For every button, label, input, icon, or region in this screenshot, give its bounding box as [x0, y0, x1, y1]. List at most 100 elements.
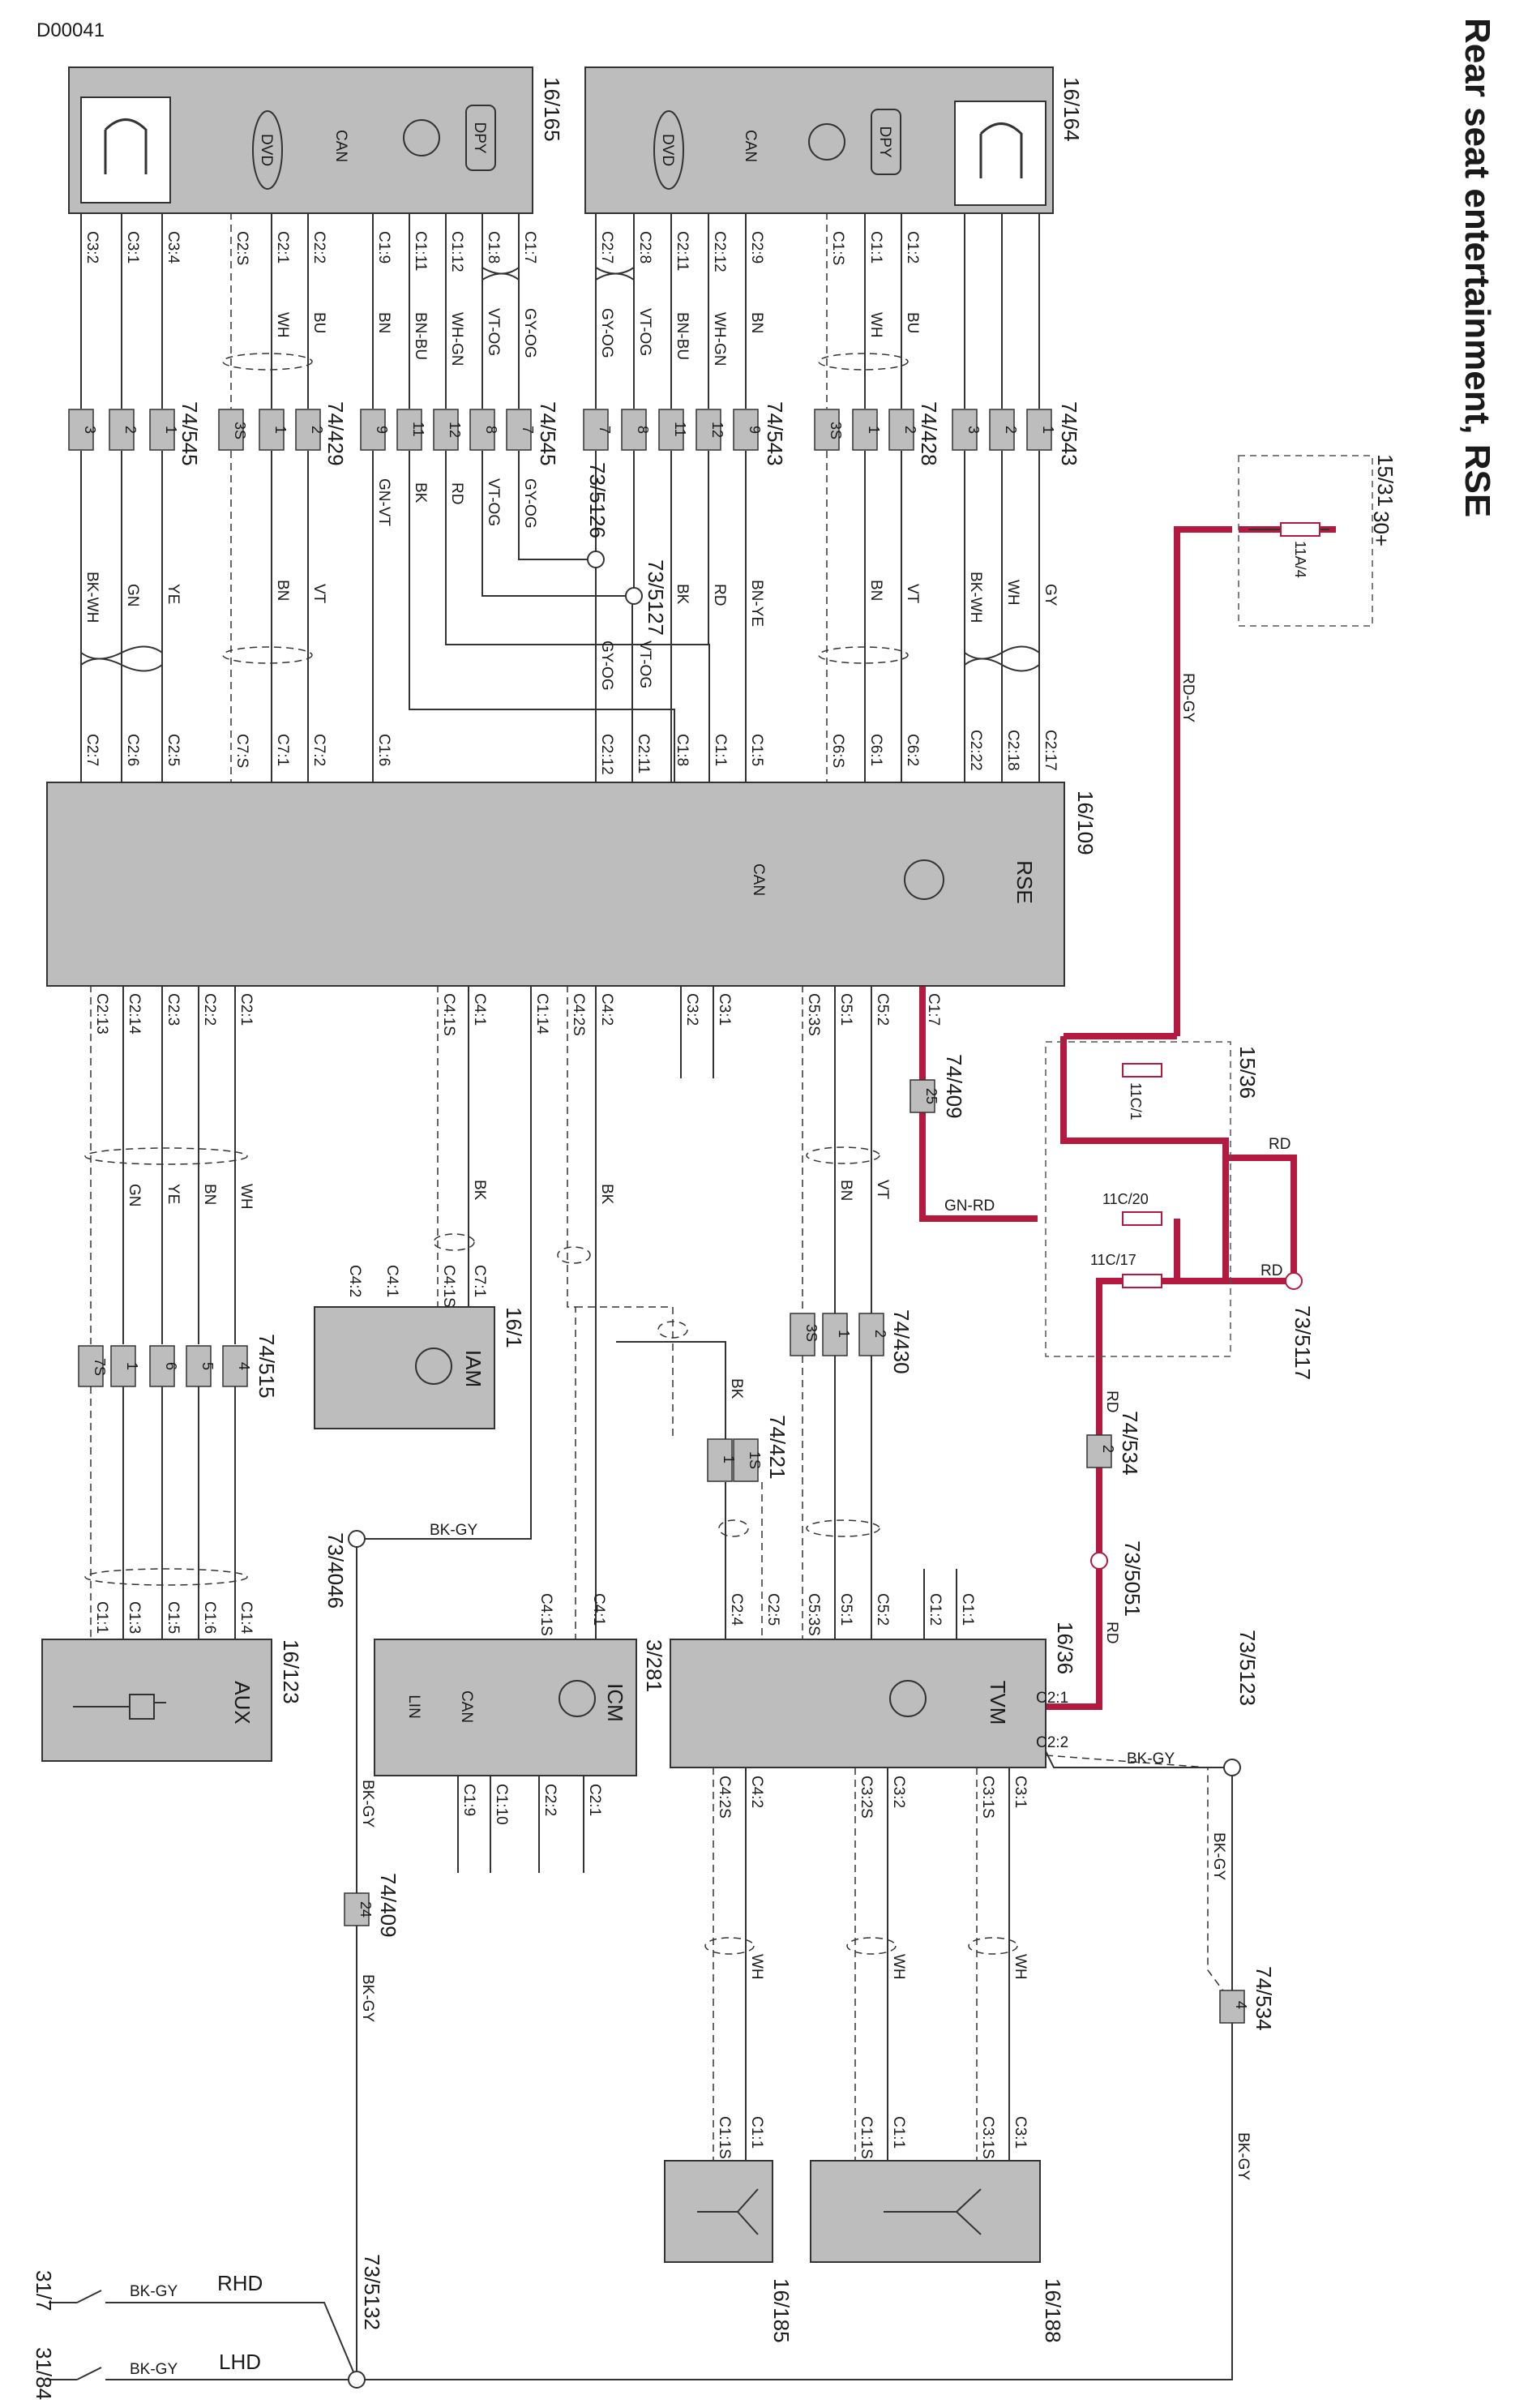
wire-color: BN [274, 580, 291, 601]
icm-lin-label: LIN [405, 1695, 422, 1719]
wire-color: WH [238, 1184, 255, 1210]
component-id-16-109: 16/109 [1073, 791, 1098, 855]
connector-id: 74/430 [889, 1309, 914, 1374]
pin: C1:8 [485, 231, 502, 264]
pin: C1:6 [201, 1601, 218, 1634]
pin: C2:4 [728, 1593, 745, 1626]
wire-color: BK-WH [967, 572, 984, 623]
component-16-188-antenna [810, 2160, 1041, 2263]
pin: C3:1 [1012, 2116, 1029, 2149]
cell: 11 [672, 422, 688, 437]
wire-color: BK [728, 1378, 745, 1399]
pin: C2:6 [124, 734, 141, 766]
wire-color: RD [1269, 1136, 1290, 1153]
pin: C3:2S [858, 1776, 875, 1819]
rse-name: RSE [1012, 860, 1037, 903]
cell: 1 [124, 1362, 140, 1370]
pin-labels-16-165: C3:2 C3:1 C3:4 C2:S C2:1 C2:2 C1:9 C1:11… [83, 231, 538, 272]
fuse-11c-17-label: 11C/17 [1090, 1252, 1136, 1268]
connector-id: 74/543 [1057, 401, 1081, 466]
component-id-16-1: 16/1 [502, 1307, 526, 1348]
pin: C3:1 [1012, 1776, 1029, 1808]
pin: C2:1 [238, 993, 255, 1026]
wire-color: WH [748, 1954, 765, 1980]
pin: C2:8 [636, 231, 653, 264]
c165-dvd-label: DVD [258, 134, 275, 166]
cell: 1 [721, 1455, 737, 1463]
pin: C5:2 [874, 1593, 891, 1626]
pin: C2:1 [1036, 1690, 1068, 1707]
wire-color: BN-YE [748, 580, 765, 627]
power-wiring [919, 526, 1336, 1710]
pin: C2:7 [598, 231, 615, 264]
pin: C2:2 [1036, 1734, 1068, 1751]
pin: C1:1 [93, 1601, 110, 1634]
pin: C6:1 [867, 734, 884, 766]
pin: C4:2 [598, 993, 615, 1026]
wire-color: WH [274, 312, 291, 338]
connector-id: 74/545 [536, 401, 560, 466]
wire-color: BK-GY [430, 1522, 477, 1539]
fuse-box-15-36 [1045, 1041, 1231, 1357]
cell: 7 [597, 426, 613, 434]
splice-label: 73/5126 [585, 462, 610, 538]
cell: 7 [520, 426, 536, 434]
wire-color: VT-OG [636, 308, 653, 356]
pin-labels-aux: C1:1 C1:3 C1:5 C1:6 C1:4 [93, 1601, 255, 1635]
pin: C2:9 [748, 231, 765, 264]
pin-labels-antennas: C1:1S C1:1 C1:1S C1:1 C3:1S C3:1 [716, 2116, 1029, 2159]
supply-label: 30+ [1369, 511, 1393, 546]
wire-color: WH [890, 1954, 907, 1980]
component-id-3-281: 3/281 [642, 1639, 666, 1692]
pin: C4:2 [748, 1776, 765, 1808]
pin: C3:4 [165, 231, 182, 264]
wire-color: WH-GN [448, 312, 465, 366]
pin: C1:2 [904, 231, 921, 264]
pin: C3:2 [83, 231, 101, 264]
c164-can-label: CAN [742, 130, 759, 162]
splice-markers [1090, 1272, 1303, 1570]
pin: C2:2 [201, 993, 218, 1026]
splice-markers-grey [348, 551, 1241, 2389]
pin: C4:1 [383, 1265, 400, 1297]
pin: C4:1S [440, 1265, 457, 1308]
pin: C1:1 [890, 2116, 907, 2149]
pin: C1:9 [460, 1784, 477, 1816]
lhd-label: LHD [219, 2350, 261, 2374]
cell: 12 [709, 422, 725, 438]
pin-labels-tvm: C2:4 C2:5 C5:3S C5:1 C5:2 C1:2 C1:1 C2:1… [716, 1593, 1068, 1819]
splice-label: 73/5051 [1120, 1540, 1145, 1617]
wire-color: BK-GY [1235, 2132, 1252, 2180]
pin: C4:2 [346, 1265, 363, 1297]
fuse-11c-20 [1122, 1211, 1162, 1226]
wire-color: GN-VT [375, 478, 392, 527]
connector-id: 74/409 [376, 1873, 400, 1938]
icm-name: ICM [603, 1683, 627, 1722]
component-id-16-164: 16/164 [1059, 77, 1084, 142]
connector-id: 74/429 [323, 401, 348, 466]
c165-dpy-label: DPY [471, 122, 488, 153]
pin: C1:4 [238, 1601, 255, 1635]
wire-color: VT [874, 1180, 891, 1200]
connector-74-429: 3S 1 2 74/429 [218, 401, 348, 466]
connector-74-515: 7S 1 6 5 4 74/515 [78, 1334, 279, 1399]
pin: C2:11 [635, 734, 652, 773]
cell: 24 [357, 1901, 374, 1917]
wire-color: RD [1103, 1390, 1120, 1412]
pin: C2:1 [586, 1784, 603, 1816]
pin: C1:10 [493, 1784, 510, 1825]
pin: C1:1 [748, 2116, 765, 2149]
component-16-109-rse: CAN RSE [46, 782, 1065, 987]
wire-color: VT-OG [485, 478, 502, 526]
pin: C4:1 [590, 1593, 607, 1626]
pin: C6:2 [904, 734, 921, 766]
wire-color: BN-BU [412, 312, 429, 360]
wire-color: BK-GY [1127, 1750, 1175, 1767]
cell: 4 [1233, 2001, 1249, 2009]
pin: C1:14 [533, 993, 550, 1035]
connector-id: 74/543 [763, 401, 787, 466]
fuse-11c-1: 11C/1 [1122, 1063, 1162, 1120]
diagram-title: Rear seat entertainment, RSE [1457, 18, 1497, 517]
pin: C5:2 [874, 993, 891, 1026]
